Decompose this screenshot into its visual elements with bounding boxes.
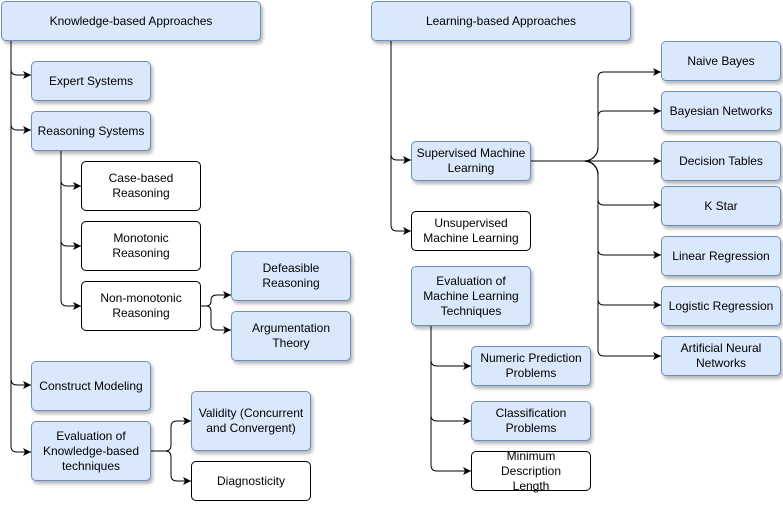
monotonic-reasoning-node: Monotonic Reasoning <box>81 221 201 271</box>
case-based-reasoning-node: Case-based Reasoning <box>81 161 201 211</box>
edge-case-based <box>60 151 81 187</box>
edge-unsupervised <box>390 41 411 232</box>
edge-bayesian-networks <box>531 110 661 162</box>
edge-unsupervised-arrowhead <box>403 227 411 235</box>
edge-non-monotonic-arrowhead <box>73 302 81 310</box>
naive-bayes-node: Naive Bayes <box>661 41 781 81</box>
learning-based-approaches-node: Learning-based Approaches <box>371 1 631 41</box>
edge-artificial-neural-networks <box>531 160 661 357</box>
evaluation-knowledge-based-node: Evaluation of Knowledge-based techniques <box>31 421 151 481</box>
edge-mdl <box>430 326 471 472</box>
edge-non-monotonic <box>60 151 81 307</box>
supervised-learning-node: Supervised Machine Learning <box>411 141 531 181</box>
edge-defeasible-arrowhead <box>223 291 231 299</box>
edge-argumentation-arrowhead <box>223 326 231 334</box>
edge-reasoning-systems <box>10 41 31 131</box>
edge-classification <box>430 326 471 422</box>
evaluation-ml-node: Evaluation of Machine Learning Technique… <box>411 266 531 326</box>
argumentation-theory-node: Argumentation Theory <box>231 311 351 361</box>
edge-classification-arrowhead <box>463 417 471 425</box>
artificial-neural-networks-node: Artificial Neural Networks <box>661 336 781 376</box>
non-monotonic-reasoning-node: Non-monotonic Reasoning <box>81 281 201 331</box>
edge-linear-regression-arrowhead <box>653 251 661 259</box>
edge-case-based-arrowhead <box>73 182 81 190</box>
unsupervised-learning-node: Unsupervised Machine Learning <box>411 211 531 251</box>
construct-modeling-node: Construct Modeling <box>31 361 151 411</box>
reasoning-systems-node: Reasoning Systems <box>31 111 151 151</box>
edge-construct-modeling <box>10 41 31 386</box>
linear-regression-node: Linear Regression <box>661 236 781 276</box>
defeasible-reasoning-node: Defeasible Reasoning <box>231 251 351 301</box>
edge-defeasible <box>201 294 231 307</box>
edge-monotonic-arrowhead <box>73 242 81 250</box>
validity-node: Validity (Concurrent and Convergent) <box>191 391 311 451</box>
edge-supervised-arrowhead <box>403 156 411 164</box>
edge-evaluation-kb-arrowhead <box>23 448 31 456</box>
bayesian-networks-node: Bayesian Networks <box>661 91 781 131</box>
numeric-prediction-node: Numeric Prediction Problems <box>471 346 591 386</box>
edge-monotonic <box>60 151 81 247</box>
edge-mdl-arrowhead <box>463 467 471 475</box>
edge-numeric-prediction <box>430 326 471 367</box>
edge-decision-tables-arrowhead <box>653 157 661 165</box>
edge-reasoning-systems-arrowhead <box>23 126 31 134</box>
edge-diagnosticity-arrowhead <box>183 477 191 485</box>
edge-evaluation-kb <box>10 41 31 453</box>
edge-k-star-arrowhead <box>653 201 661 209</box>
edge-argumentation <box>201 305 231 331</box>
edge-diagnosticity <box>151 450 191 482</box>
logistic-regression-node: Logistic Regression <box>661 286 781 326</box>
edge-supervised <box>390 41 411 161</box>
diagnosticity-node: Diagnosticity <box>191 461 311 501</box>
edge-validity <box>151 420 191 452</box>
edge-naive-bayes <box>531 71 661 162</box>
classification-node: Classification Problems <box>471 401 591 441</box>
edge-construct-modeling-arrowhead <box>23 381 31 389</box>
minimum-description-length-node: Minimum Description Length <box>471 449 591 493</box>
k-star-node: K Star <box>661 186 781 226</box>
decision-tables-node: Decision Tables <box>661 141 781 181</box>
expert-systems-node: Expert Systems <box>31 61 151 101</box>
edge-logistic-regression-arrowhead <box>653 301 661 309</box>
edge-naive-bayes-arrowhead <box>653 68 661 76</box>
knowledge-based-approaches-node: Knowledge-based Approaches <box>1 1 261 41</box>
edge-logistic-regression <box>531 160 661 306</box>
edge-numeric-prediction-arrowhead <box>463 362 471 370</box>
edge-artificial-neural-networks-arrowhead <box>653 352 661 360</box>
edge-validity-arrowhead <box>183 417 191 425</box>
edge-expert-systems-arrowhead <box>23 71 31 79</box>
edge-linear-regression <box>531 160 661 256</box>
edge-bayesian-networks-arrowhead <box>653 107 661 115</box>
edge-expert-systems <box>10 41 31 76</box>
